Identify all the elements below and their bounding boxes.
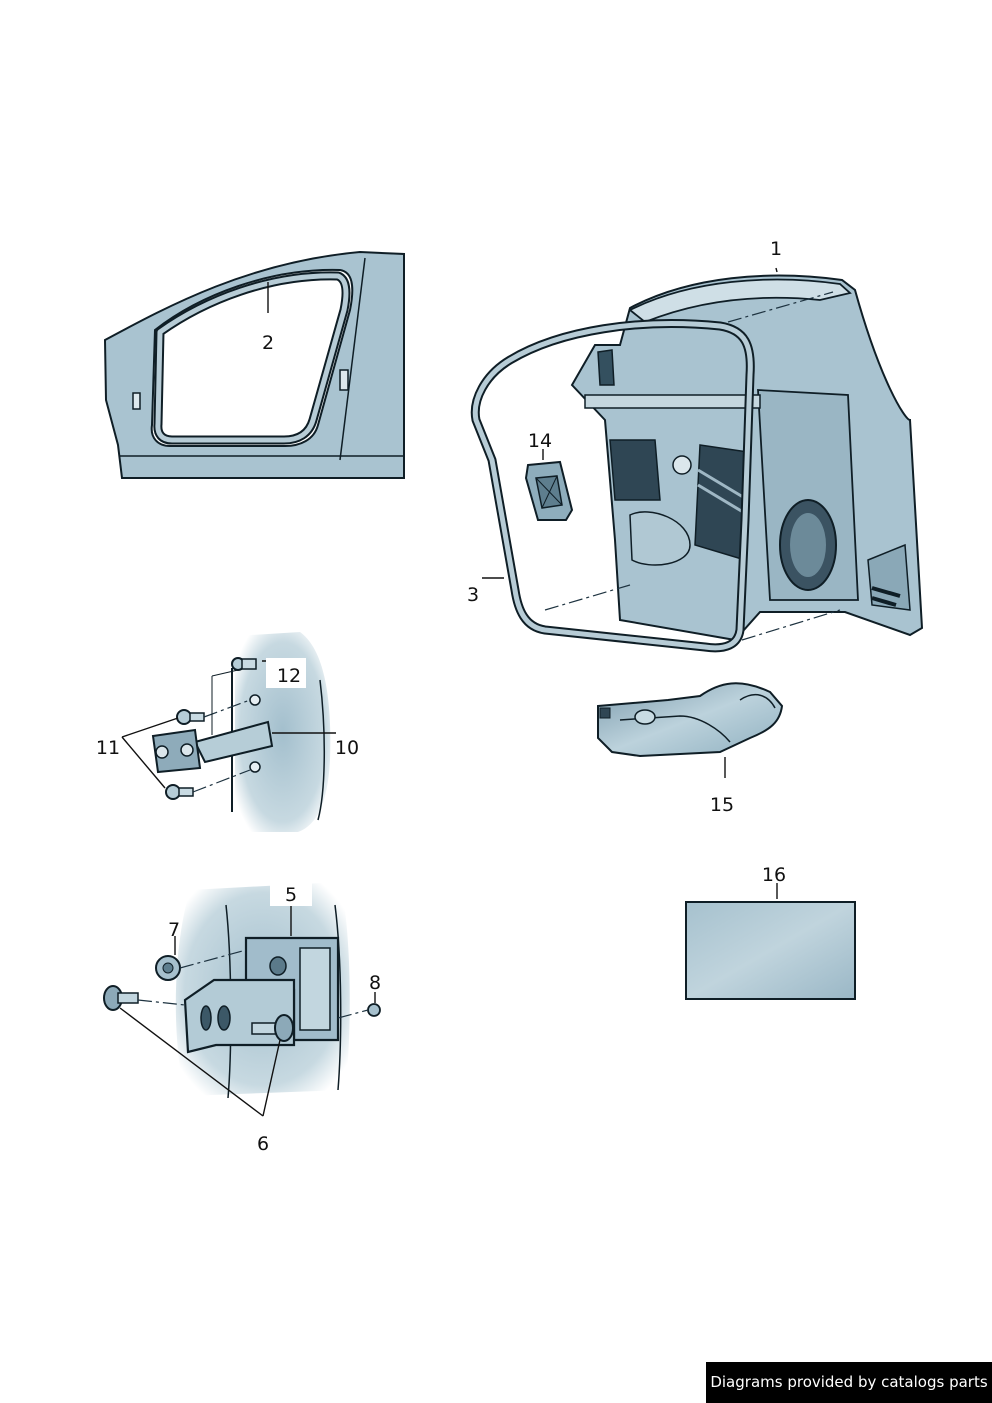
hinge-bolt-center <box>251 1014 294 1042</box>
door-hinge-assembly <box>103 882 381 1099</box>
front-door-shell <box>570 274 924 642</box>
door-check-assembly <box>151 632 331 832</box>
door-seal <box>470 319 755 653</box>
bolt-upper <box>176 709 205 725</box>
bolt-top <box>231 657 257 671</box>
hinge-bolt-left <box>103 985 139 1011</box>
callout-16: 16 <box>762 864 786 886</box>
body-side-frame <box>103 250 405 479</box>
cover-cap <box>524 460 574 521</box>
callout-10: 10 <box>335 737 359 759</box>
callout-6: 6 <box>257 1133 269 1155</box>
callout-numbers: 1 2 3 5 6 7 8 10 11 12 14 15 16 <box>96 238 786 1155</box>
callout-3: 3 <box>467 584 479 606</box>
callout-1: 1 <box>770 238 782 260</box>
callout-11: 11 <box>96 737 120 759</box>
credit-banner: Diagrams provided by catalogs parts <box>706 1362 992 1403</box>
assembly-lines <box>544 291 841 641</box>
hinge-nut <box>155 955 181 981</box>
callout-5: 5 <box>285 884 297 906</box>
label-plate <box>685 901 856 1000</box>
callout-14: 14 <box>528 430 552 452</box>
callout-15: 15 <box>710 794 734 816</box>
callout-2: 2 <box>262 332 274 354</box>
bolt-lower <box>165 784 194 800</box>
callout-12: 12 <box>277 665 301 687</box>
callout-7: 7 <box>168 919 180 941</box>
small-nut <box>367 1003 381 1017</box>
sill-insulation <box>597 682 784 758</box>
callout-8: 8 <box>369 972 381 994</box>
